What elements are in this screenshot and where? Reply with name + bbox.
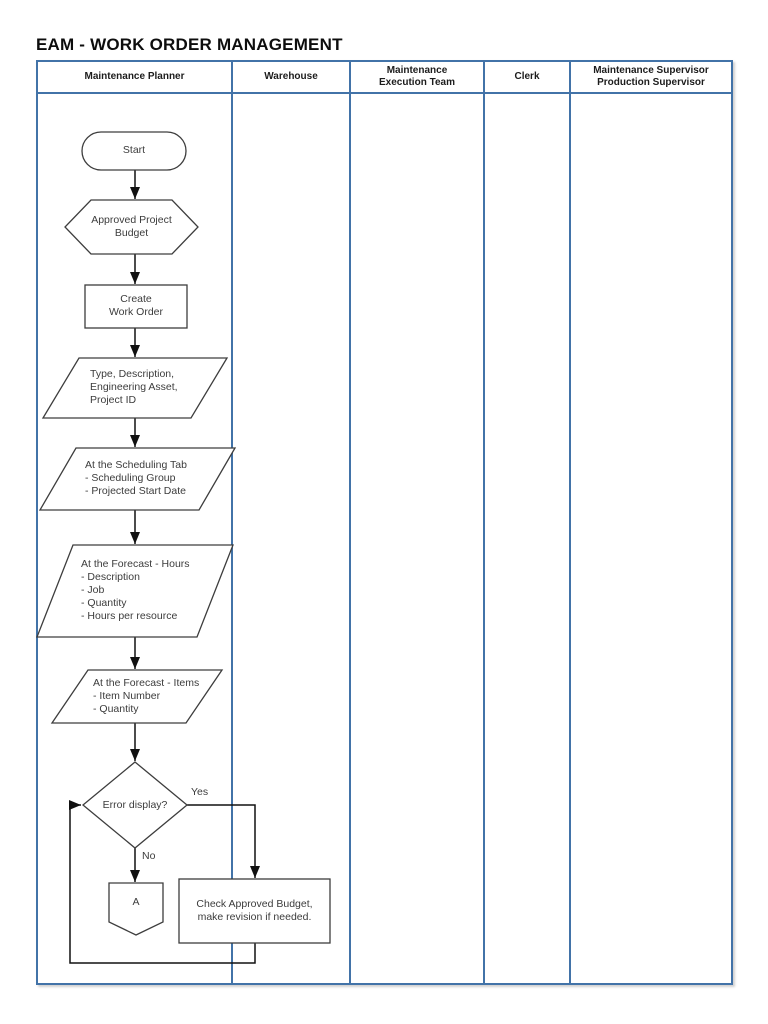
page-title: EAM - WORK ORDER MANAGEMENT — [36, 35, 343, 54]
lane-maintenance-planner: Maintenance Planner — [38, 62, 233, 983]
label-forecast-hours: At the Forecast - Hours - Description - … — [81, 558, 190, 622]
label-forecast-items: At the Forecast - Items - Item Number - … — [93, 677, 200, 715]
label-connector-a: A — [132, 896, 140, 908]
lane-body-maintenance-execution-team — [351, 94, 483, 983]
lane-body-clerk — [485, 94, 569, 983]
label-edge-yes: Yes — [191, 786, 209, 798]
lane-maintenance-execution-team: Maintenance Execution Team — [351, 62, 485, 983]
swimlane-table: Maintenance Planner Warehouse Maintenanc… — [36, 60, 733, 985]
label-check-approved-budget: Check Approved Budget, make revision if … — [196, 898, 313, 923]
label-approved-project-budget: Approved Project Budget — [91, 214, 172, 239]
lane-header-maintenance-supervisor: Maintenance Supervisor Production Superv… — [571, 62, 731, 94]
lane-warehouse: Warehouse — [233, 62, 351, 983]
label-work-order-details: Type, Description, Engineering Asset, Pr… — [90, 368, 178, 406]
lane-header-maintenance-execution-team: Maintenance Execution Team — [351, 62, 483, 94]
lane-body-maintenance-supervisor — [571, 94, 731, 983]
lane-clerk: Clerk — [485, 62, 571, 983]
lane-header-clerk: Clerk — [485, 62, 569, 94]
label-scheduling-tab: At the Scheduling Tab - Scheduling Group… — [85, 459, 187, 497]
label-create-work-order: Create Work Order — [108, 293, 164, 318]
lane-header-maintenance-planner: Maintenance Planner — [38, 62, 231, 94]
label-edge-no: No — [142, 850, 156, 862]
label-error-display: Error display? — [102, 799, 168, 811]
lane-body-warehouse — [233, 94, 349, 983]
lane-header-warehouse: Warehouse — [233, 62, 349, 94]
lane-maintenance-supervisor: Maintenance Supervisor Production Superv… — [571, 62, 731, 983]
label-start: Start — [122, 144, 146, 156]
